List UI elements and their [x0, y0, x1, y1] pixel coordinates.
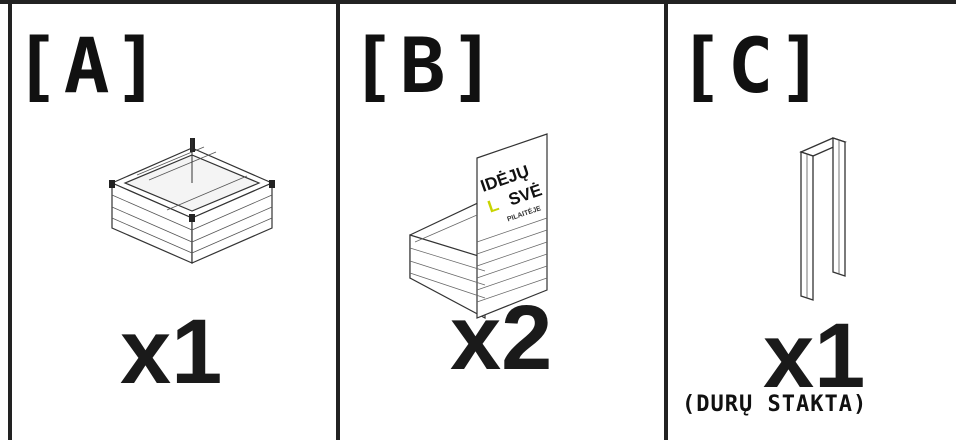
- panel-a-label: [A]: [14, 21, 164, 110]
- panel-a: [A]: [12, 8, 336, 440]
- door-frame-icon: [799, 137, 847, 301]
- panel-b-label: [B]: [350, 21, 500, 110]
- planter-box-icon: [109, 138, 275, 264]
- panel-c-label: [C]: [678, 21, 828, 110]
- panel-c-quantity: x1: [763, 305, 866, 407]
- panel-c-note: (DURŲ STAKTA): [682, 392, 868, 417]
- panel-a-quantity: x1: [120, 301, 223, 403]
- panel-c: [C] x1 (DURŲ STAKTA): [668, 8, 956, 440]
- planter-with-sign-icon: IDĖJŲ L SVĖ PILAITĖJE: [409, 133, 548, 319]
- panel-b: [B] IDĖJŲ L SVĖ PILAITĖJE: [340, 8, 664, 440]
- divider-a-b: [336, 4, 340, 440]
- left-border: [8, 4, 12, 440]
- panel-b-quantity: x2: [450, 287, 553, 389]
- divider-b-c: [664, 4, 668, 440]
